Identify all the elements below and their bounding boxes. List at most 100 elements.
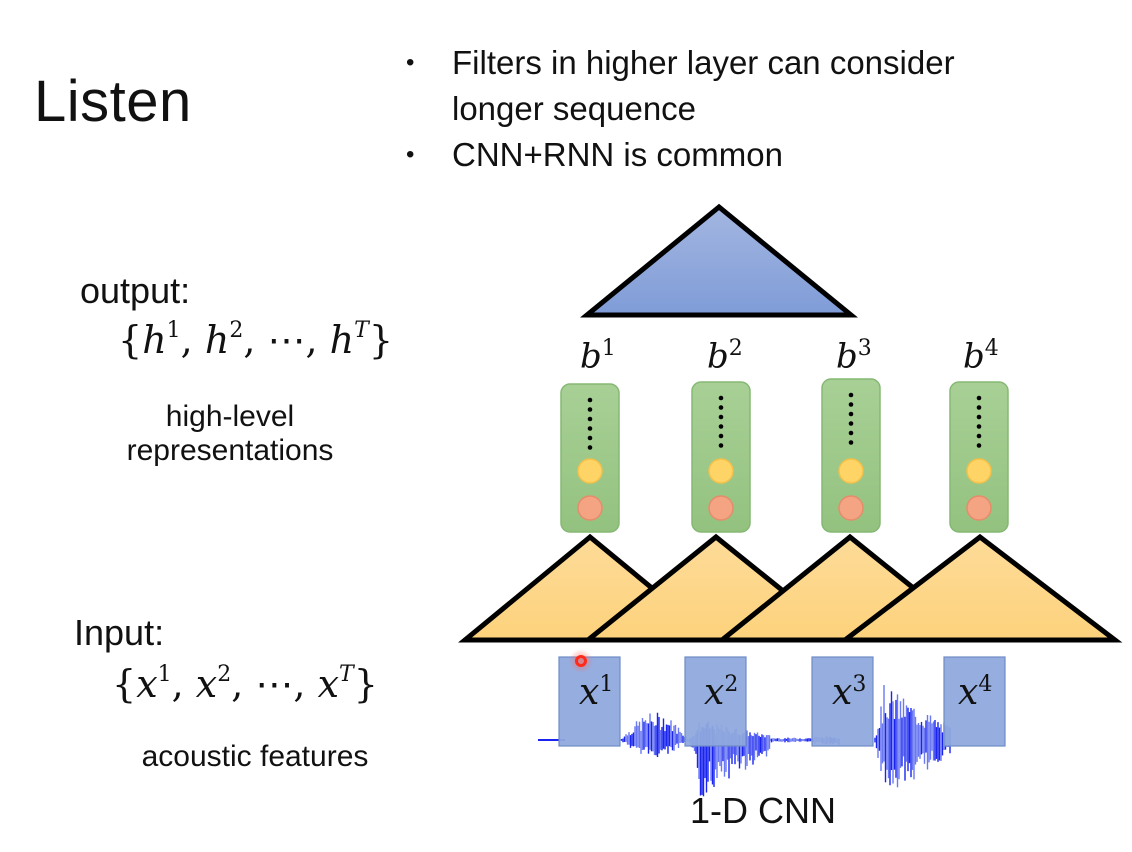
neuron-orange (577, 495, 603, 521)
comma: , (243, 318, 268, 362)
math-sup: 2 (724, 672, 739, 697)
ellipsis-dot (976, 405, 982, 410)
input-frame-label: x1 (579, 672, 613, 713)
input-set: {x1, x2, ⋯, xT} (112, 662, 378, 706)
math-sup: T (354, 318, 369, 343)
bullet-list: • Filters in higher layer can consider l… (400, 40, 955, 178)
math-sup: 1 (166, 318, 181, 343)
neuron-yellow (708, 458, 734, 484)
ellipsis-dot (587, 416, 593, 422)
ellipsis-dot (718, 424, 724, 429)
neuron-yellow (838, 458, 864, 484)
ellipsis-dot (718, 395, 724, 401)
ellipsis-dot (718, 433, 724, 439)
bullet-text-cont: longer sequence (452, 90, 697, 127)
math-sup: T (339, 662, 354, 687)
ellipsis-dot (848, 430, 854, 436)
bullet-text: Filters in higher layer can consider (452, 44, 955, 81)
ellipsis: ⋯ (255, 662, 294, 706)
hidden-vectors (560, 378, 1009, 533)
ellipsis-dot (976, 424, 982, 429)
comma: , (293, 662, 318, 706)
ellipsis: ⋯ (267, 318, 306, 362)
ellipsis-dot (976, 395, 982, 401)
input-frame-label: x2 (704, 672, 738, 713)
ellipsis-dot (848, 402, 854, 407)
input-frame-label: x4 (958, 672, 992, 713)
cnn-caption: 1-D CNN (690, 790, 837, 831)
ellipsis-dot (848, 411, 854, 417)
input-frame (684, 656, 747, 747)
math-sup: 1 (157, 662, 172, 687)
input-frame (943, 656, 1006, 747)
vector-box (560, 383, 620, 533)
brace-close: } (353, 662, 378, 706)
math-var: x (579, 672, 600, 713)
ellipsis-dot (587, 445, 593, 450)
comma: , (305, 318, 330, 362)
ellipsis-dot (587, 397, 593, 403)
ellipsis-dot (976, 414, 982, 420)
input-label: Input: (74, 612, 165, 653)
neuron-orange (966, 495, 992, 521)
brace-open: { (118, 318, 143, 362)
hidden-vector (949, 381, 1009, 533)
ellipsis-dot (587, 407, 593, 412)
math-var: x (317, 662, 340, 706)
ellipsis-dot (848, 421, 854, 426)
output-set: {h1, h2, ⋯, hT} (118, 318, 393, 362)
bullet-icon: • (406, 49, 415, 76)
hidden-vector-label: b4 (963, 336, 999, 376)
math-var: h (142, 318, 167, 362)
math-var: h (329, 318, 355, 362)
hidden-vector (821, 378, 881, 533)
ellipsis-dot (718, 443, 724, 448)
ellipsis-dot (848, 440, 854, 445)
math-var: b (580, 336, 602, 377)
comma: , (171, 662, 196, 706)
hidden-vector-label: b2 (707, 336, 743, 376)
math-var: x (704, 672, 725, 713)
math-sup: 3 (852, 672, 867, 697)
neuron-yellow (966, 458, 992, 484)
bullet-text: CNN+RNN is common (452, 136, 783, 173)
bullet-icon: • (406, 141, 415, 168)
math-sup: 2 (217, 662, 232, 687)
pointer-cursor (569, 649, 593, 673)
brace-close: } (368, 318, 394, 362)
math-sup: 2 (728, 336, 743, 361)
hidden-vector (560, 383, 620, 533)
math-sup: 4 (978, 672, 993, 697)
vector-box (691, 381, 751, 533)
neuron-orange (708, 495, 734, 521)
math-var: x (832, 672, 853, 713)
output-label: output: (80, 270, 191, 311)
math-sup: 1 (599, 672, 614, 697)
top-filter-triangle (579, 203, 859, 318)
input-frame (558, 656, 621, 747)
math-var: x (958, 672, 979, 713)
hidden-vector-label: b3 (836, 336, 872, 376)
ellipsis-dot (587, 426, 593, 431)
ellipsis-dot (848, 392, 854, 398)
ellipsis-dot (976, 433, 982, 439)
neuron-orange (838, 495, 864, 521)
filter-triangles (458, 533, 1123, 643)
bullet-item: • CNN+RNN is common (400, 132, 955, 178)
ellipsis-dot (587, 435, 593, 441)
math-sup: 1 (601, 336, 616, 361)
math-sup: 4 (984, 336, 999, 361)
ellipsis-dot (718, 414, 724, 420)
input-caption: acoustic features (141, 740, 369, 773)
input-frame (811, 656, 874, 747)
vector-box (821, 378, 881, 533)
math-var: x (195, 662, 218, 706)
bullet-item: • Filters in higher layer can consider l… (400, 40, 955, 132)
brace-open: { (112, 662, 137, 706)
caption-line: high-level (165, 400, 295, 433)
math-var: b (963, 336, 985, 377)
math-var: b (836, 336, 858, 377)
comma: , (180, 318, 205, 362)
input-frames (558, 656, 1006, 747)
